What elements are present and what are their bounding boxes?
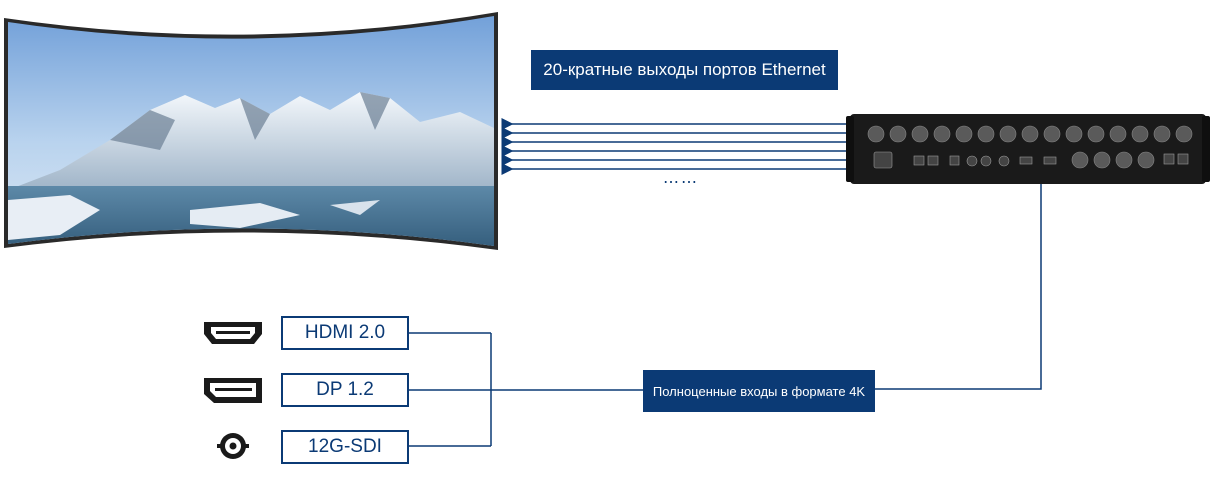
led-controller-device [846, 114, 1210, 184]
displayport-connector-icon [204, 378, 262, 403]
device-to-input-line [875, 184, 1042, 390]
dp-input-box: DP 1.2 [281, 373, 409, 407]
more-ports-ellipsis: …… [663, 168, 699, 187]
ethernet-port-row-bottom [1071, 151, 1155, 169]
curved-led-screen [4, 12, 498, 250]
4k-inputs-label: Полноценные входы в формате 4K [643, 370, 875, 412]
sdi-input-box: 12G-SDI [281, 430, 409, 464]
ethernet-port-row-top [867, 125, 1193, 143]
hdmi-connector-icon [204, 322, 262, 344]
hdmi-input-box: HDMI 2.0 [281, 316, 409, 350]
input-bracket [409, 332, 643, 447]
ethernet-output-arrows [501, 118, 850, 175]
ethernet-outputs-label: 20-кратные выходы портов Ethernet [531, 50, 838, 90]
rear-io-ports [873, 151, 1189, 169]
bnc-sdi-connector-icon [217, 433, 249, 459]
